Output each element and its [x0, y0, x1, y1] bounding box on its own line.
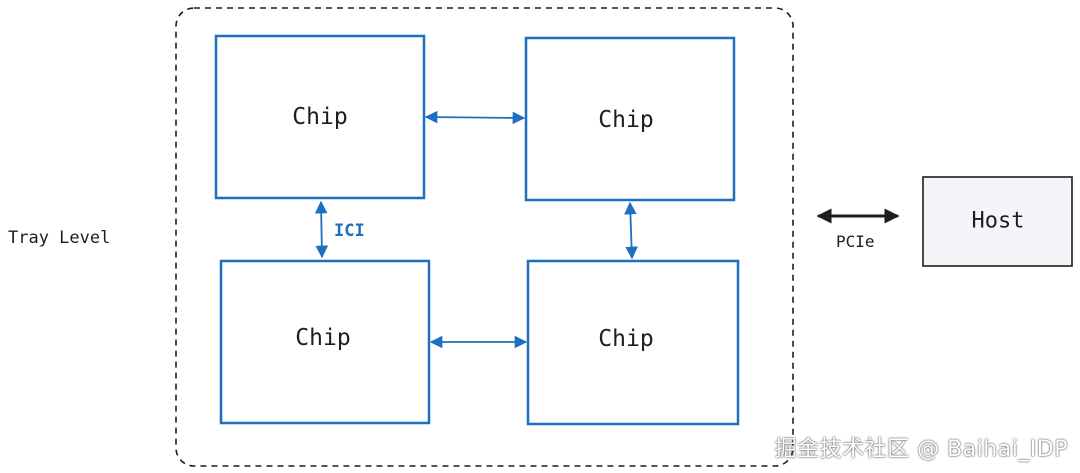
link-top-horizontal [424, 110, 526, 125]
host-box [922, 176, 1073, 267]
watermark-text: 掘金技术社区 @ Baihai_IDP [774, 437, 1068, 462]
chip-box-bottom-left [219, 259, 431, 425]
tray-level-label: Tray Level [8, 228, 111, 248]
chip-box-top-left [214, 34, 426, 200]
pcie-label: PCIe [836, 232, 875, 251]
chip-label-bottom-left: Chip [295, 325, 351, 351]
host-label: Host [971, 208, 1025, 234]
chip-label-bottom-right: Chip [598, 326, 654, 352]
ici-label: ICI [334, 221, 365, 241]
link-left-vertical [314, 200, 329, 259]
chip-label-top-right: Chip [598, 107, 654, 133]
tray-boundary [175, 7, 794, 467]
chip-label-top-left: Chip [292, 104, 348, 130]
chip-box-top-right [524, 36, 736, 202]
chip-box-bottom-right [526, 259, 740, 426]
link-right-vertical [624, 201, 638, 260]
